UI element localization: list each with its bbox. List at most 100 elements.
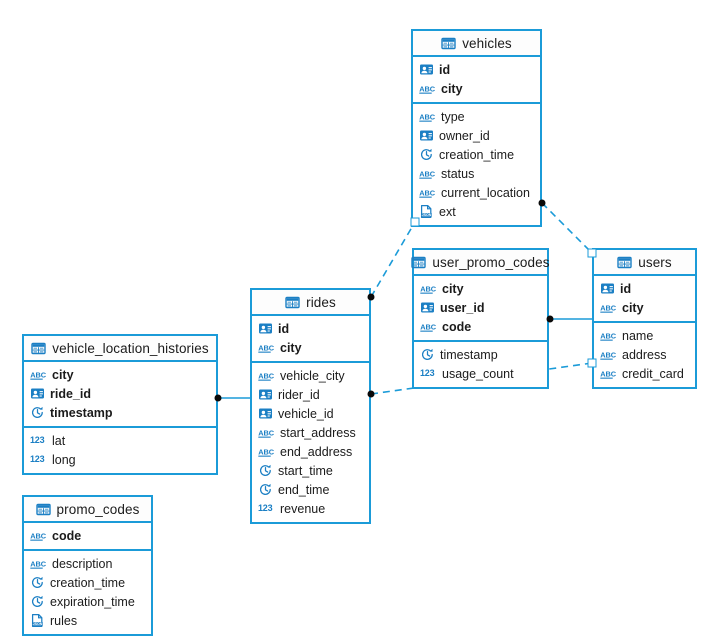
field-name: start_address	[280, 425, 356, 440]
field-row[interactable]: expiration_time	[24, 592, 151, 611]
table-title: users	[638, 254, 672, 270]
field-name: user_id	[440, 300, 485, 315]
table-header[interactable]: vehicles	[413, 31, 540, 57]
timestamp-icon	[258, 463, 273, 478]
field-row[interactable]: ABC current_location	[413, 183, 540, 202]
field-row[interactable]: id	[413, 60, 540, 79]
column-section: ABC vehicle_city rider_id vehicle_id ABC…	[252, 361, 369, 522]
entity-table-vehicle_location_histories[interactable]: vehicle_location_histories ABC city ride…	[22, 334, 218, 475]
field-row[interactable]: ABC city	[24, 365, 216, 384]
field-name: vehicle_id	[278, 406, 334, 421]
table-header[interactable]: users	[594, 250, 695, 276]
table-icon	[285, 295, 300, 310]
uuid-icon	[30, 386, 45, 401]
field-name: rider_id	[278, 387, 320, 402]
field-row[interactable]: ABC code	[414, 317, 547, 336]
number-icon: 123	[30, 454, 45, 464]
string-icon: ABC	[419, 185, 436, 200]
field-name: code	[442, 319, 472, 334]
field-row[interactable]: ABC city	[252, 338, 369, 357]
table-header[interactable]: user_promo_codes	[411, 250, 550, 276]
table-title: promo_codes	[56, 501, 140, 517]
entity-table-promo_codes[interactable]: promo_codes ABC code ABC description cre…	[22, 495, 153, 636]
field-row[interactable]: ABC code	[24, 526, 151, 545]
field-row[interactable]: id	[594, 279, 695, 298]
table-icon	[441, 36, 456, 51]
field-row[interactable]: creation_time	[413, 145, 540, 164]
table-header[interactable]: promo_codes	[24, 497, 151, 523]
relationship-square-marker	[587, 248, 597, 258]
field-row[interactable]: rider_id	[252, 385, 369, 404]
table-icon	[31, 341, 46, 356]
entity-table-user_promo_codes[interactable]: user_promo_codes ABC city user_id ABC co…	[411, 248, 550, 389]
relationship-line-rel-rides-vehicles[interactable]	[370, 221, 416, 298]
field-row[interactable]: ABC description	[24, 554, 151, 573]
field-name: name	[622, 328, 654, 343]
field-name: expiration_time	[50, 594, 135, 609]
field-row[interactable]: ride_id	[24, 384, 216, 403]
timestamp-icon	[420, 347, 435, 362]
svg-text:ABC: ABC	[419, 113, 435, 122]
svg-text:JSON: JSON	[422, 213, 432, 217]
string-icon: ABC	[258, 368, 275, 383]
uuid-icon	[258, 321, 273, 336]
field-row[interactable]: vehicle_id	[252, 404, 369, 423]
svg-text:ABC: ABC	[419, 189, 435, 198]
field-row[interactable]: ABC type	[413, 107, 540, 126]
field-name: long	[52, 452, 76, 467]
string-icon: ABC	[419, 81, 436, 96]
field-row[interactable]: ABC name	[594, 326, 695, 345]
field-row[interactable]: creation_time	[24, 573, 151, 592]
field-name: city	[52, 367, 74, 382]
primary-key-section: ABC city ride_id timestamp	[24, 362, 216, 426]
field-row[interactable]: ABC city	[594, 298, 695, 317]
uuid-icon	[258, 387, 273, 402]
svg-text:ABC: ABC	[30, 560, 46, 569]
field-row[interactable]: ABC address	[594, 345, 695, 364]
field-name: timestamp	[440, 347, 498, 362]
relationship-dot-marker	[367, 390, 375, 398]
field-row[interactable]: JSON ext	[413, 202, 540, 221]
string-icon: ABC	[600, 347, 617, 362]
field-row[interactable]: ABC end_address	[252, 442, 369, 461]
svg-text:ABC: ABC	[600, 370, 616, 379]
number-icon: 123	[258, 503, 273, 513]
field-name: start_time	[278, 463, 333, 478]
relationship-line-rel-vehicles-users[interactable]	[541, 202, 593, 254]
table-title: user_promo_codes	[432, 254, 550, 270]
field-row[interactable]: ABC city	[413, 79, 540, 98]
table-header[interactable]: vehicle_location_histories	[24, 336, 216, 362]
field-row[interactable]: end_time	[252, 480, 369, 499]
field-name: creation_time	[439, 147, 515, 162]
field-row[interactable]: JSON rules	[24, 611, 151, 630]
string-icon: ABC	[600, 300, 617, 315]
field-row[interactable]: timestamp	[24, 403, 216, 422]
field-row[interactable]: user_id	[414, 298, 547, 317]
field-row[interactable]: ABC vehicle_city	[252, 366, 369, 385]
entity-table-users[interactable]: users id ABC city ABC name ABC address A…	[592, 248, 697, 389]
entity-table-vehicles[interactable]: vehicles id ABC city ABC type owner_id c…	[411, 29, 542, 227]
field-row[interactable]: ABC status	[413, 164, 540, 183]
field-row[interactable]: owner_id	[413, 126, 540, 145]
field-row[interactable]: id	[252, 319, 369, 338]
entity-table-rides[interactable]: rides id ABC city ABC vehicle_city rider…	[250, 288, 371, 524]
field-row[interactable]: ABC city	[414, 279, 547, 298]
table-header[interactable]: rides	[252, 290, 369, 316]
field-name: description	[52, 556, 113, 571]
uuid-icon	[419, 62, 434, 77]
field-row[interactable]: ABC credit_card	[594, 364, 695, 383]
field-row[interactable]: ABC start_address	[252, 423, 369, 442]
field-row[interactable]: 123 long	[24, 450, 216, 469]
svg-text:ABC: ABC	[600, 304, 616, 313]
string-icon: ABC	[30, 528, 47, 543]
field-row[interactable]: timestamp	[414, 345, 547, 364]
column-section: ABC name ABC address ABC credit_card	[594, 321, 695, 387]
string-icon: ABC	[600, 328, 617, 343]
relationship-dot-marker	[214, 394, 222, 402]
field-row[interactable]: start_time	[252, 461, 369, 480]
